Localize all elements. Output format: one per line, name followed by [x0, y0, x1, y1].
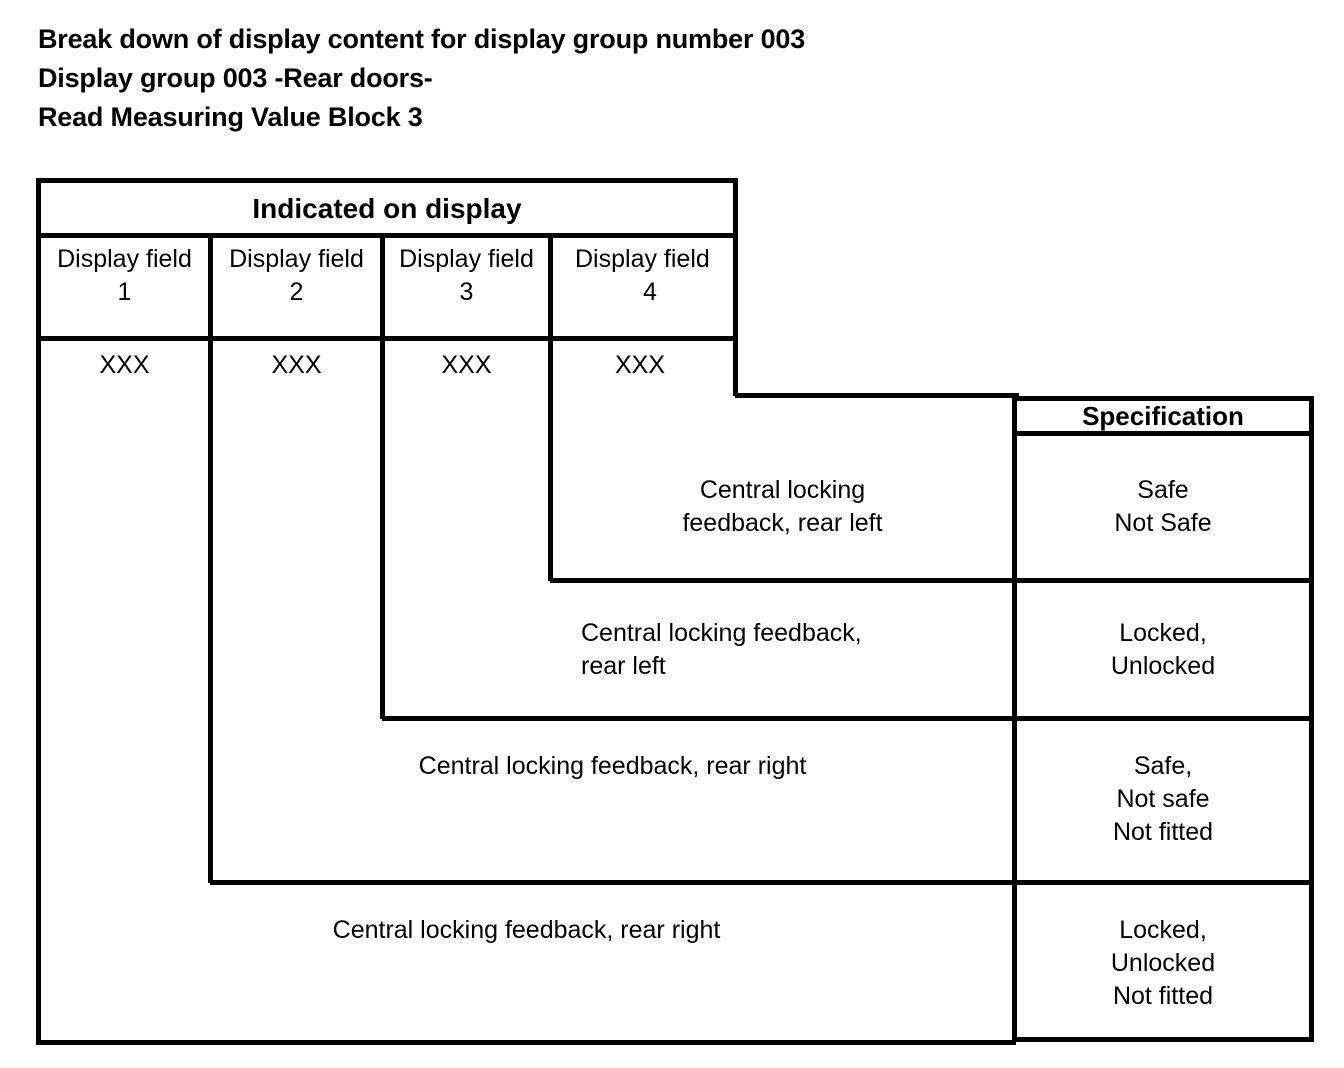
rule-top [36, 178, 735, 183]
indicated-on-display-header: Indicated on display [252, 192, 522, 224]
row-description-3: Central locking feedback, rear right [213, 721, 1012, 880]
rule-row3-bottom [210, 880, 1312, 885]
heading-line-2: Display group 003 -Rear doors- [38, 63, 433, 93]
document-heading: Break down of display content for displa… [38, 20, 1238, 137]
row-description-2: Central locking feedback, rear left [385, 583, 1012, 716]
row-specification-2: Locked, Unlocked [1017, 583, 1309, 716]
rule-spec-bottom [1014, 1037, 1312, 1042]
row-description-1: Central locking feedback, rear left [553, 436, 1012, 578]
row-description-text-2: Central locking feedback, rear left [581, 618, 862, 680]
rule-row1-bottom [550, 578, 1312, 583]
rule-under-field-labels [36, 336, 735, 341]
display-field-header-4: Display field 4 [553, 238, 733, 336]
display-field-label-1: Display field [57, 245, 192, 273]
rule-row2-bottom [382, 716, 1312, 721]
display-field-value-1: XXX [99, 351, 150, 379]
row-specification-1: Safe Not Safe [1017, 436, 1309, 578]
specification-header: Specification [1082, 400, 1244, 431]
row-description-text-1: Central locking feedback, rear left [682, 476, 883, 537]
display-field-label-2: Display field [229, 245, 364, 273]
display-field-number-3: 3 [459, 278, 474, 306]
rule-divider-field3-field4 [548, 233, 553, 581]
rule-xxx-row-bottom [735, 393, 1019, 398]
rule-divider-field1-field2 [208, 233, 213, 883]
rule-spec-column-left [1012, 396, 1017, 1042]
rule-spec-header-bottom [1014, 431, 1312, 436]
heading-line-1: Break down of display content for displa… [38, 24, 806, 54]
display-field-value-4: XXX [615, 351, 666, 379]
row-specification-text-3: Safe, Not safe Not fitted [1112, 752, 1214, 846]
heading-line-3: Read Measuring Value Block 3 [38, 102, 423, 132]
row-specification-4: Locked, Unlocked Not fitted [1017, 885, 1309, 1040]
rule-table-bottom [36, 1040, 1016, 1045]
display-field-header-2: Display field 2 [213, 238, 380, 336]
rule-under-display-header [36, 233, 735, 238]
row-description-text-3: Central locking feedback, rear right [418, 752, 807, 780]
display-field-number-4: 4 [643, 278, 657, 306]
display-field-label-4: Display field [575, 245, 710, 273]
display-field-value-2: XXX [271, 351, 322, 379]
rule-spec-column-right [1309, 396, 1314, 1042]
row-specification-text-2: Locked, Unlocked [1110, 618, 1216, 680]
row-specification-text-1: Safe Not Safe [1114, 476, 1212, 537]
display-field-header-3: Display field 3 [385, 238, 548, 336]
rule-left-edge [36, 178, 41, 1045]
display-field-label-3: Display field [399, 245, 534, 273]
row-specification-text-4: Locked, Unlocked Not fitted [1110, 916, 1216, 1010]
display-field-header-1: Display field 1 [41, 238, 208, 336]
row-specification-3: Safe, Not safe Not fitted [1017, 721, 1309, 880]
display-field-value-3: XXX [441, 351, 492, 379]
row-description-text-4: Central locking feedback, rear right [332, 916, 721, 944]
rule-spec-header-top [1014, 396, 1312, 401]
row-description-4: Central locking feedback, rear right [41, 885, 1012, 1040]
display-field-number-2: 2 [289, 278, 304, 306]
rule-divider-field2-field3 [380, 233, 385, 719]
display-field-number-1: 1 [117, 278, 132, 306]
rule-upper-table-right-edge [733, 178, 738, 396]
